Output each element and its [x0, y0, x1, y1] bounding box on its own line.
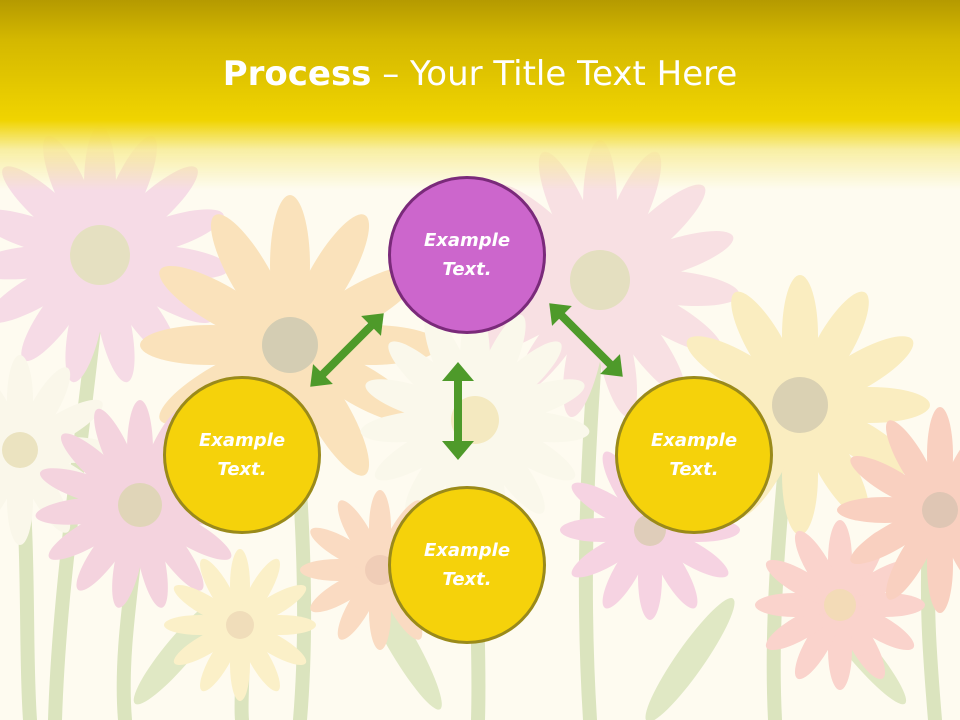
title-bold: Process — [222, 54, 372, 94]
node-left-line2: Text. — [217, 459, 267, 480]
slide-title: Process – Your Title Text Here — [0, 48, 960, 100]
node-right-line2: Text. — [669, 459, 719, 480]
node-bottom-line2: Text. — [442, 569, 492, 590]
title-rest: – Your Title Text Here — [371, 54, 738, 94]
node-left-line1: Example — [198, 430, 286, 451]
node-top-line1: Example — [423, 230, 511, 251]
process-node-bottom[interactable]: Example Text. — [388, 486, 546, 644]
node-right-line1: Example — [650, 430, 738, 451]
title-bar — [0, 0, 960, 190]
node-top-line2: Text. — [442, 259, 492, 280]
node-bottom-line1: Example — [423, 540, 511, 561]
process-node-right[interactable]: Example Text. — [615, 376, 773, 534]
process-node-left[interactable]: Example Text. — [163, 376, 321, 534]
process-node-top[interactable]: Example Text. — [388, 176, 546, 334]
